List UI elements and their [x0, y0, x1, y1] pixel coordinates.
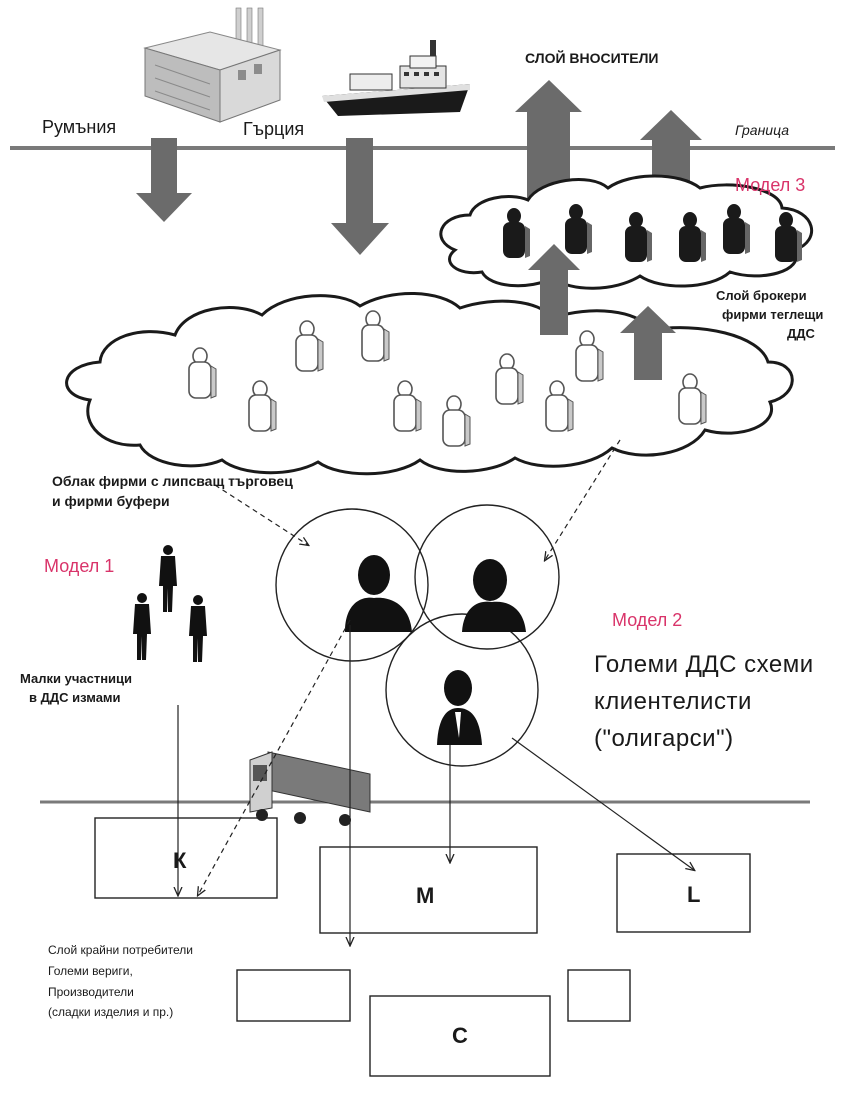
arrow-up-brokers-1 [528, 244, 580, 335]
model1-desc-2: в ДДС измами [29, 690, 121, 705]
consumers-label-2: Големи вериги, [48, 964, 133, 978]
model2-desc-1: Големи ДДС схеми [594, 651, 814, 678]
dashed-arrow-to-k [198, 619, 351, 895]
brokers-label-2: фирми теглещи [722, 307, 824, 322]
model2-desc-2: клиентелисти [594, 688, 752, 715]
box-l-label: L [687, 882, 701, 907]
ship-icon [322, 40, 470, 116]
arrow-model2-to-l [511, 737, 694, 870]
dashed-arrow-cloud-left [214, 484, 308, 545]
arrow-up-importers-1 [515, 80, 582, 200]
silhouette-head-icon [345, 555, 412, 632]
box-c-label: С [452, 1023, 468, 1048]
importers-layer-label: СЛОЙ ВНОСИТЕЛИ [525, 50, 659, 66]
cloud-label-1: Облак фирми с липсващ търговец [52, 473, 293, 489]
model2-title: Модел 2 [612, 610, 683, 630]
model3-title: Модел 3 [735, 175, 806, 195]
model2-circle-left [275, 508, 429, 662]
model2-desc-3: ("олигарси") [594, 725, 734, 752]
model1-title: Модел 1 [44, 556, 115, 576]
box-m-label: М [416, 883, 435, 908]
arrow-greece-down [331, 138, 389, 255]
romania-label: Румъния [42, 117, 117, 137]
border-label: Граница [735, 122, 790, 138]
factory-icon [143, 7, 282, 123]
consumers-label-4: (сладки изделия и пр.) [48, 1005, 174, 1019]
box-k [94, 817, 278, 899]
consumers-label-1: Слой крайни потребители [48, 943, 194, 957]
brokers-label-1: Слой брокери [716, 288, 807, 303]
model2-circle-right [414, 504, 560, 650]
consumers-label-3: Производители [48, 985, 134, 999]
brokers-label-3: ДДС [787, 326, 815, 341]
box-small-left [236, 969, 351, 1022]
box-c [369, 995, 551, 1077]
box-m [319, 846, 538, 934]
dashed-arrow-cloud-right [545, 439, 621, 560]
box-small-right [567, 969, 631, 1022]
model1-people [133, 545, 207, 662]
arrow-romania-down [136, 138, 192, 222]
cloud-label-2: и фирми буфери [52, 493, 170, 509]
box-l [616, 853, 751, 933]
truck-icon [249, 751, 371, 826]
arrow-up-importers-2 [640, 110, 702, 192]
silhouette-head-icon [462, 559, 526, 632]
arrow-up-brokers-2 [620, 306, 676, 380]
box-k-label: К [173, 848, 187, 873]
greece-label: Гърция [243, 119, 305, 139]
missing-trader-cloud [65, 291, 794, 476]
model1-desc-1: Малки участници [20, 671, 133, 686]
model2-circle-bottom [385, 613, 539, 767]
silhouette-head-icon [437, 670, 482, 745]
